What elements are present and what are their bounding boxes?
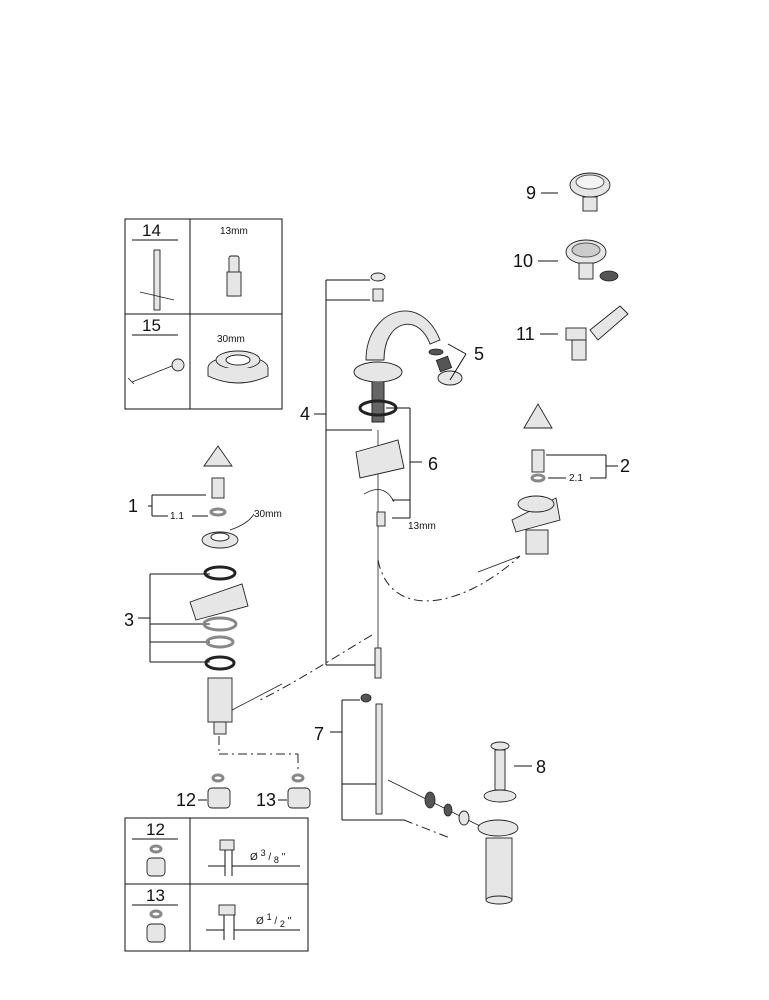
callout-11: 11 <box>516 324 535 344</box>
faucet-spout-icon <box>353 272 441 679</box>
fitting-12-dia-unit: " <box>282 852 286 863</box>
callout-6: 6 <box>428 454 438 474</box>
clip-icon <box>363 489 395 503</box>
tool-15-size: 30mm <box>217 334 245 345</box>
callout-8: 8 <box>536 757 546 777</box>
fitting-12-dia-prefix: Ø <box>250 852 258 863</box>
fitting-13-dia-prefix: Ø <box>256 916 264 927</box>
nut-12-icon <box>207 787 231 809</box>
fitting-12-dia-den: 8 <box>274 855 279 865</box>
tool-14-size: 13mm <box>220 226 248 237</box>
callout-1: 1 <box>128 496 138 516</box>
dimension-13mm: 13mm <box>408 521 436 532</box>
drain-assembly: 7 8 <box>314 693 546 905</box>
aerator-icon <box>428 348 463 386</box>
mounting-plate-icon <box>355 439 405 479</box>
callout-13: 13 <box>256 790 276 810</box>
callout-9: 9 <box>526 183 536 203</box>
fitting-12-dia-num: 3 <box>261 848 266 858</box>
valve-cartridge-icon <box>211 477 225 499</box>
wrench-icon <box>127 358 185 385</box>
fitting-13-number: 13 <box>146 886 165 905</box>
callout-3: 3 <box>124 610 134 630</box>
dimension-30mm: 30mm <box>254 509 282 520</box>
pop-up-rod-icon <box>375 703 383 815</box>
handle-cap-icon <box>203 445 233 467</box>
fitting-13-dia-unit: " <box>288 916 292 927</box>
tools-box: 14 15 13mm 30mm <box>124 218 283 410</box>
spout-assembly: 4 5 6 13mm <box>259 272 521 701</box>
button-cap-icon <box>569 172 611 212</box>
right-handle-cap-icon <box>523 403 553 429</box>
callout-2-1: 2.1 <box>569 473 583 484</box>
svg-text:Ø 1 / 2: Ø 1 / 2 " <box>256 912 292 930</box>
tool-14-number: 14 <box>142 221 161 240</box>
option-9: 9 <box>526 172 611 212</box>
callout-4: 4 <box>300 404 310 424</box>
fitting-13-dia-den: 2 <box>280 919 285 929</box>
option-10: 10 <box>513 239 619 282</box>
callout-10: 10 <box>513 251 533 271</box>
callout-12: 12 <box>176 790 196 810</box>
flange-nut-icon <box>207 350 269 384</box>
option-11: 11 <box>516 305 629 361</box>
callout-7: 7 <box>314 724 324 744</box>
key-tool-icon <box>139 249 175 311</box>
drain-body-icon <box>477 741 519 905</box>
nut-13-icon <box>287 787 311 809</box>
right-valve-assembly: 2 2.1 <box>477 403 630 573</box>
fitting-12-number: 12 <box>146 820 165 839</box>
left-valve-assembly: 1 1.1 30mm 3 <box>124 445 299 770</box>
fitting-13-dia-num: 1 <box>267 912 272 922</box>
valve-body-icon <box>207 677 233 723</box>
lever-handle-icon <box>565 305 629 361</box>
callout-5: 5 <box>474 344 484 364</box>
rosette-cap-icon <box>565 239 619 282</box>
callout-2: 2 <box>620 456 630 476</box>
left-plate-icon <box>189 583 249 621</box>
callout-1-1: 1.1 <box>170 511 184 522</box>
compression-fittings: 12 13 <box>176 773 311 810</box>
socket-tool-icon <box>226 255 242 297</box>
svg-text:Ø 3 / 8: Ø 3 / 8 " <box>250 848 286 866</box>
fittings-box: 12 13 Ø 3 / 8 " Ø 1 / 2 " <box>124 817 309 952</box>
tool-15-number: 15 <box>142 316 161 335</box>
